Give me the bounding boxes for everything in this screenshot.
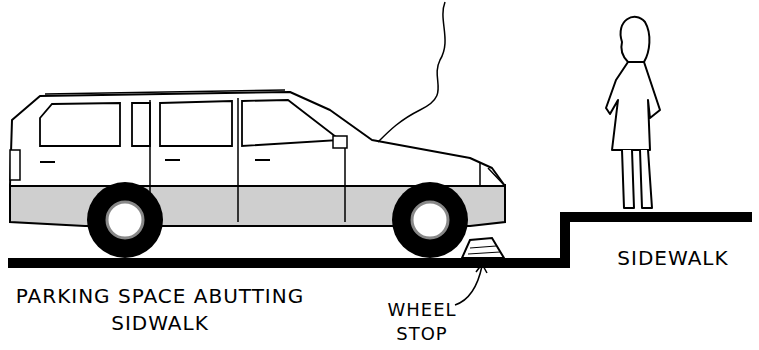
leader-line <box>455 266 482 305</box>
area-label: SIDEWALK <box>598 245 748 272</box>
tail-light <box>10 150 20 180</box>
car-window <box>242 100 340 146</box>
pedestrian-body <box>606 62 660 150</box>
wheel <box>87 182 163 258</box>
wheel <box>392 182 468 258</box>
car-window <box>160 101 232 146</box>
wheel-hub <box>107 202 143 238</box>
area-label: PARKING SPACE ABUTTING SIDWALK <box>10 283 310 337</box>
wheel-hub <box>412 202 448 238</box>
side-mirror <box>333 136 347 148</box>
car-window <box>40 103 120 146</box>
parking-surface <box>8 258 570 268</box>
part-label: WHEEL STOP <box>372 298 472 347</box>
car-body <box>10 92 505 186</box>
leader-arrowhead <box>476 264 487 273</box>
door-handle <box>40 160 270 162</box>
leader-line <box>378 2 445 142</box>
car-window <box>132 103 150 146</box>
pedestrian <box>606 17 660 208</box>
wheel-stop-hatch <box>468 246 500 254</box>
pedestrian-head <box>621 17 650 62</box>
wheel-stop <box>462 238 504 258</box>
roof-rack <box>45 90 285 94</box>
headlight <box>470 162 505 186</box>
pedestrian-legs <box>622 150 652 208</box>
